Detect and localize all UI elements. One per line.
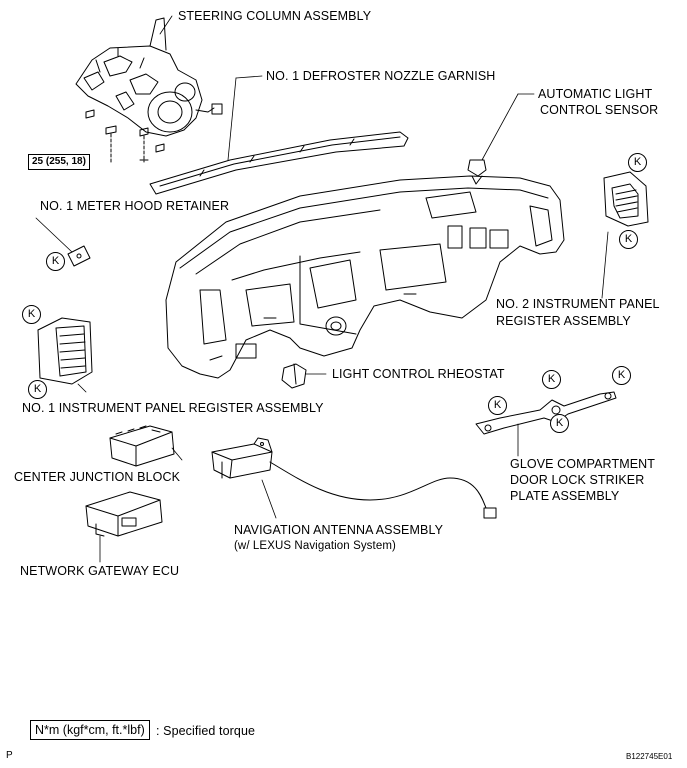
label-auto-light-sensor-line1: AUTOMATIC LIGHT: [538, 87, 653, 101]
leader-lines: [77, 15, 609, 563]
figure-id: B122745E01: [626, 752, 673, 761]
legend-description: : Specified torque: [156, 724, 256, 738]
meter-hood-retainer-drawing: [67, 245, 91, 267]
legend-unit-box: N*m (kgf*cm, ft.*lbf): [30, 720, 150, 740]
no2-register-drawing: [603, 171, 649, 227]
clip-marker-k: K: [628, 153, 647, 172]
gateway-ecu-drawing: [85, 491, 163, 537]
clip-marker-k: K: [22, 305, 41, 324]
clip-marker-k: K: [619, 230, 638, 249]
label-auto-light-sensor-line2: CONTROL SENSOR: [540, 103, 659, 117]
glove-striker-drawing: [475, 391, 617, 435]
light-rheostat-drawing: [281, 363, 307, 389]
label-no1-register: NO. 1 INSTRUMENT PANEL REGISTER ASSEMBLY: [22, 401, 324, 415]
clip-marker-k: K: [550, 414, 569, 433]
label-steering-column: STEERING COLUMN ASSEMBLY: [178, 9, 372, 23]
no1-register-drawing: [37, 317, 93, 385]
clip-marker-k: K: [28, 380, 47, 399]
nav-antenna-drawing: [211, 437, 497, 519]
steering-column-drawing: [75, 17, 223, 163]
label-nav-antenna-line2: (w/ LEXUS Navigation System): [234, 540, 396, 552]
center-junction-block-drawing: [109, 425, 175, 467]
clip-marker-k: K: [542, 370, 561, 389]
label-defroster-garnish: NO. 1 DEFROSTER NOZZLE GARNISH: [266, 69, 496, 83]
clip-marker-k: K: [488, 396, 507, 415]
clip-marker-k: K: [46, 252, 65, 271]
label-glove-striker-line2: DOOR LOCK STRIKER: [510, 473, 645, 487]
label-nav-antenna-line1: NAVIGATION ANTENNA ASSEMBLY: [234, 523, 444, 537]
page-marker: P: [6, 750, 13, 761]
label-light-rheostat: LIGHT CONTROL RHEOSTAT: [332, 367, 505, 381]
label-glove-striker-line3: PLATE ASSEMBLY: [510, 489, 620, 503]
label-meter-hood-retainer: NO. 1 METER HOOD RETAINER: [40, 199, 230, 213]
torque-spec-box: 25 (255, 18): [28, 154, 90, 170]
label-no2-register-line1: NO. 2 INSTRUMENT PANEL: [496, 297, 660, 311]
label-center-junction-block: CENTER JUNCTION BLOCK: [14, 470, 181, 484]
clip-marker-k: K: [612, 366, 631, 385]
label-no2-register-line2: REGISTER ASSEMBLY: [496, 314, 631, 328]
label-glove-striker-line1: GLOVE COMPARTMENT: [510, 457, 656, 471]
label-gateway-ecu: NETWORK GATEWAY ECU: [20, 564, 180, 578]
auto-light-sensor-drawing: [467, 159, 487, 185]
defroster-garnish-drawing: [149, 131, 409, 195]
instrument-panel-drawing: [165, 175, 565, 379]
